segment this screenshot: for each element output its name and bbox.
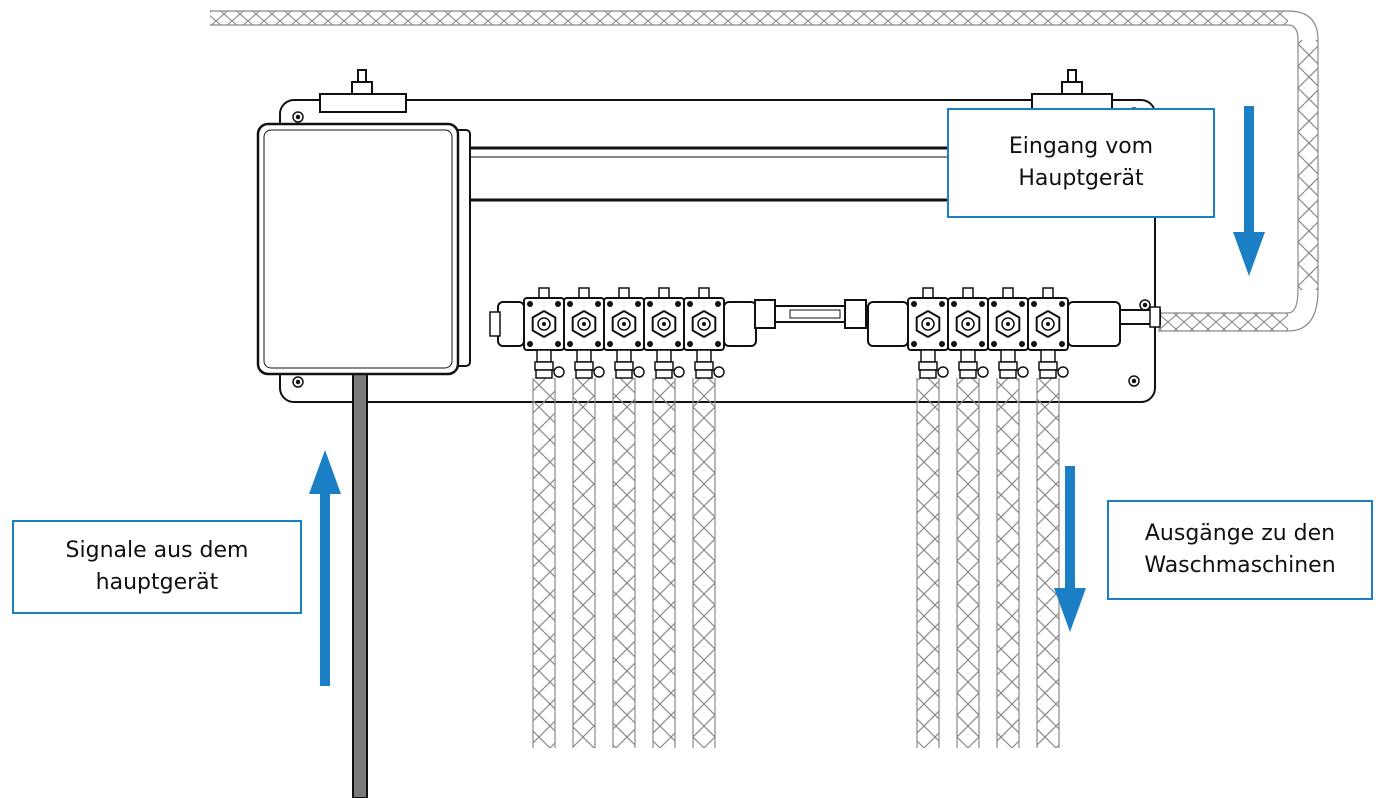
horizontal-bar (453, 146, 967, 202)
label-signals-line2: hauptgerät (95, 570, 219, 595)
outlet-hoses (532, 378, 1060, 748)
manifold-outlet (947, 287, 989, 379)
outputs-arrow (1054, 466, 1086, 632)
label-outputs: Ausgänge zu den Waschmaschinen (1107, 500, 1373, 600)
outlet-hose (996, 378, 1020, 748)
signals-arrow (309, 450, 341, 686)
manifold-outlet (523, 287, 565, 379)
top-clamp-right (1031, 69, 1113, 113)
manifold-outlet (643, 287, 685, 379)
inlet-fitting (1119, 306, 1161, 328)
manifold-outlet (1027, 287, 1069, 379)
manifold-left (489, 287, 776, 379)
manifold-outlet (603, 287, 645, 379)
outlet-hose (956, 378, 980, 748)
input-arrow (1233, 106, 1265, 276)
manifold-outlet (987, 287, 1029, 379)
signal-cable (352, 371, 368, 798)
label-input: Eingang vom Hauptgerät (947, 108, 1215, 218)
outlet-hose (916, 378, 940, 748)
top-clamp-left (319, 69, 407, 113)
label-signals: Signale aus dem hauptgerät (12, 520, 302, 614)
manifold-right (844, 287, 1121, 379)
label-signals-line1: Signale aus dem (65, 538, 249, 563)
outlet-hose (1036, 378, 1060, 748)
control-box (256, 122, 471, 376)
manifold-outlet (683, 287, 725, 379)
manifold-outlet (563, 287, 605, 379)
outlet-hose (692, 378, 716, 748)
label-input-line1: Eingang vom (1008, 134, 1154, 159)
input-hose (210, 10, 1319, 332)
manifold-outlet (907, 287, 949, 379)
label-outputs-line1: Ausgänge zu den (1144, 521, 1336, 546)
label-input-line2: Hauptgerät (1018, 166, 1144, 191)
outlet-hose (652, 378, 676, 748)
outlet-hose (572, 378, 596, 748)
outlet-hose (532, 378, 556, 748)
label-outputs-line2: Waschmaschinen (1144, 553, 1336, 578)
outlet-hose (612, 378, 636, 748)
